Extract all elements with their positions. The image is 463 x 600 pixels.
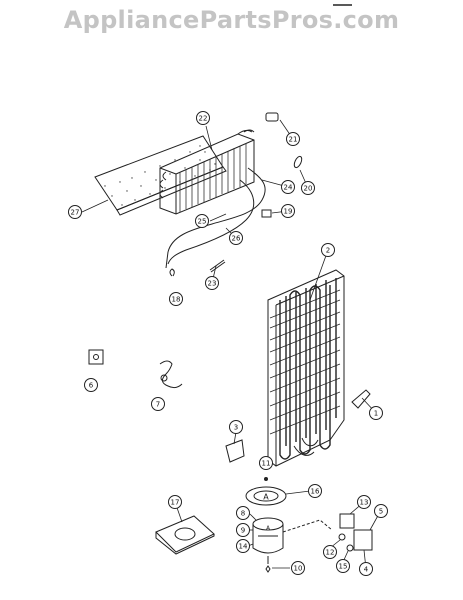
callout-8: 8 — [236, 506, 250, 520]
callout-label: 21 — [289, 136, 298, 144]
callout-9: 9 — [236, 523, 250, 537]
callout-label: 26 — [232, 235, 241, 243]
callout-label: 3 — [234, 424, 238, 432]
callout-25: 25 — [195, 214, 209, 228]
callout-label: 13 — [360, 499, 369, 507]
callout-11: 11 — [259, 456, 273, 470]
part-11-grommet — [264, 477, 268, 481]
part-2-condenser — [267, 269, 345, 467]
part-12-clip — [338, 533, 346, 541]
part-13-relay — [339, 513, 355, 529]
callout-label: 8 — [241, 510, 245, 518]
callout-26: 26 — [229, 231, 243, 245]
callout-label: 10 — [294, 565, 303, 573]
svg-text:A: A — [263, 493, 269, 502]
callout-label: 27 — [71, 209, 80, 217]
callout-label: 17 — [171, 499, 180, 507]
part-3-component — [225, 439, 245, 463]
watermark-text: AppliancePartsPros.com — [63, 6, 400, 34]
callout-label: 7 — [156, 401, 160, 409]
part-21-component — [265, 112, 279, 122]
callout-label: 18 — [172, 296, 181, 304]
part-7-wire-harness — [159, 360, 183, 389]
callout-label: 2 — [326, 247, 330, 255]
part-27-insulation-panel — [94, 135, 227, 216]
callout-label: 11 — [262, 460, 271, 468]
part-6-bracket — [88, 349, 104, 365]
part-18-clip — [169, 268, 175, 277]
part-22-evaporator-coil — [159, 129, 255, 215]
part-15-clip — [346, 544, 354, 552]
callout-14: 14 — [236, 539, 250, 553]
callout-21: 21 — [286, 132, 300, 146]
callout-label: 4 — [364, 566, 369, 574]
callout-24: 24 — [281, 180, 295, 194]
callout-10: 10 — [291, 561, 305, 575]
part-26-tubing — [167, 179, 255, 265]
callout-label: 6 — [89, 382, 94, 390]
callout-label: 23 — [208, 280, 217, 288]
part-24-tubing — [167, 167, 266, 253]
callout-label: 14 — [239, 543, 248, 551]
callout-5: 5 — [374, 504, 388, 518]
callout-label: 25 — [198, 218, 207, 226]
callout-label: 16 — [311, 488, 320, 496]
part-19-component — [261, 209, 272, 218]
callout-12: 12 — [323, 545, 337, 559]
callout-4: 4 — [359, 562, 373, 576]
compressor: A — [252, 517, 284, 554]
callout-label: 20 — [304, 185, 313, 193]
callout-label: 1 — [374, 410, 378, 418]
callout-16: 16 — [308, 484, 322, 498]
callout-label: 9 — [241, 527, 245, 535]
callout-label: 24 — [284, 184, 293, 192]
callout-label: 5 — [379, 508, 383, 516]
callout-27: 27 — [68, 205, 82, 219]
callout-label: 19 — [284, 208, 293, 216]
callout-7: 7 — [151, 397, 165, 411]
callout-2: 2 — [321, 243, 335, 257]
part-23-rod — [209, 259, 225, 271]
callout-15: 15 — [336, 559, 350, 573]
callout-17: 17 — [168, 495, 182, 509]
callout-label: 15 — [339, 563, 348, 571]
part-5-overload — [353, 529, 373, 551]
svg-text:A: A — [266, 525, 271, 532]
callout-19: 19 — [281, 204, 295, 218]
part-10-foot — [265, 565, 271, 573]
part-1-component — [351, 389, 371, 409]
callout-23: 23 — [205, 276, 219, 290]
part-17-base-plate — [155, 515, 215, 555]
callout-1: 1 — [369, 406, 383, 420]
callout-18: 18 — [169, 292, 183, 306]
callout-13: 13 — [357, 495, 371, 509]
callout-22: 22 — [196, 111, 210, 125]
part-16-cover — [245, 486, 287, 506]
part-20-component — [293, 155, 303, 169]
callout-20: 20 — [301, 181, 315, 195]
callout-label: 12 — [326, 549, 335, 557]
callout-3: 3 — [229, 420, 243, 434]
callout-label: 22 — [199, 115, 208, 123]
callout-6: 6 — [84, 378, 98, 392]
